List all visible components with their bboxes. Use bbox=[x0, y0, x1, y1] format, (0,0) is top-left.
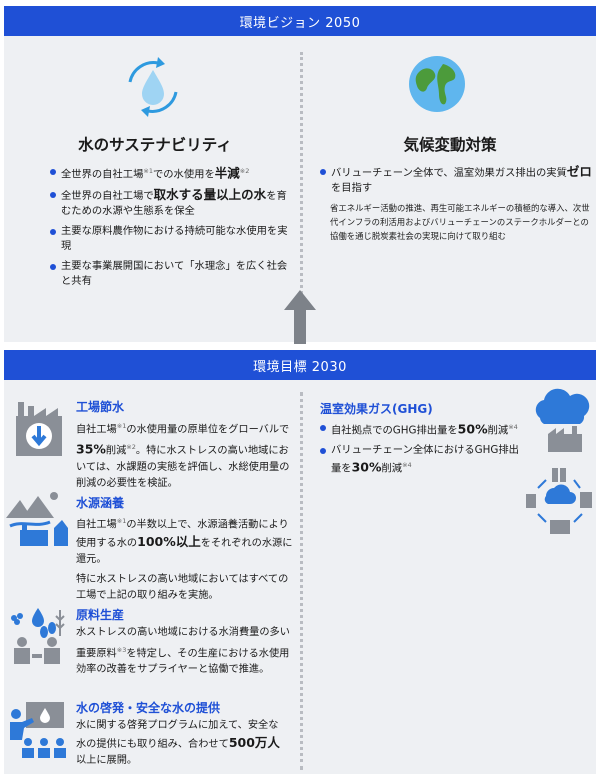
water-education-text: 水に関する啓発プログラムに加えて、安全な水の提供にも取り組み、合わせて500万人… bbox=[76, 720, 280, 766]
raw-material-text: 水ストレスの高い地域における水消費量の多い重要原料※3を特定し、その生産における… bbox=[76, 627, 290, 676]
earth-icon bbox=[409, 56, 465, 112]
list-item: 全世界の自社工場※1での水使用を半減※2 bbox=[50, 164, 294, 182]
target-divider bbox=[300, 392, 303, 770]
climate-action-title: 気候変動対策 bbox=[403, 136, 497, 154]
list-item: 自社拠点でのGHG排出量を50%削減※4 bbox=[320, 420, 520, 438]
water-cycle-icon bbox=[128, 57, 178, 117]
list-item: バリューチェーン全体におけるGHG排出量を30%削減※4 bbox=[320, 443, 520, 476]
list-item: バリューチェーン全体で、温室効果ガス排出の実質ゼロを目指す bbox=[320, 164, 592, 196]
climate-vision-list: バリューチェーン全体で、温室効果ガス排出の実質ゼロを目指す bbox=[320, 164, 592, 201]
water-vision-list: 全世界の自社工場※1での水使用を半減※2 全世界の自社工場で取水する量以上の水を… bbox=[50, 164, 294, 294]
factory-water-saving-heading: 工場節水 bbox=[76, 400, 125, 414]
list-item: 全世界の自社工場で取水する量以上の水を育むための水源や生態系を保全 bbox=[50, 187, 294, 219]
climate-note: 省エネルギー活動の推進、再生可能エネルギーの積極的な導入、次世代インフラの利活用… bbox=[330, 203, 590, 241]
target-banner: 環境目標 2030 bbox=[4, 350, 596, 380]
up-arrow-icon bbox=[284, 290, 316, 344]
watershed-heading: 水源涵養 bbox=[76, 496, 125, 510]
watershed-text: 自社工場※1の半数以上で、水源涵養活動により使用する水の100%以上をそれぞれの… bbox=[76, 517, 293, 602]
factory-water-drop-icon bbox=[16, 402, 62, 456]
ghg-target-list: 自社拠点でのGHG排出量を50%削減※4 バリューチェーン全体におけるGHG排出… bbox=[320, 420, 520, 482]
raw-material-crops-icon bbox=[11, 608, 65, 664]
water-education-icon bbox=[10, 702, 66, 758]
factory-water-saving-text: 自社工場※1の水使用量の原単位をグローバルで35%削減※2。特に水ストレスの高い… bbox=[76, 422, 290, 490]
value-chain-cycle-icon bbox=[526, 468, 592, 534]
cloud-factory-icon bbox=[535, 388, 590, 452]
ghg-heading: 温室効果ガス(GHG) bbox=[320, 402, 433, 416]
watershed-mountain-icon bbox=[6, 492, 68, 546]
water-sustainability-title: 水のサステナビリティ bbox=[78, 136, 232, 154]
list-item: 主要な原料農作物における持続可能な水使用を実現 bbox=[50, 224, 294, 254]
vision-banner: 環境ビジョン 2050 bbox=[4, 6, 596, 36]
list-item: 主要な事業展開国において「水理念」を広く社会と共有 bbox=[50, 259, 294, 289]
water-education-heading: 水の啓発・安全な水の提供 bbox=[76, 701, 221, 715]
vision-divider bbox=[300, 52, 303, 300]
raw-material-heading: 原料生産 bbox=[76, 608, 125, 622]
